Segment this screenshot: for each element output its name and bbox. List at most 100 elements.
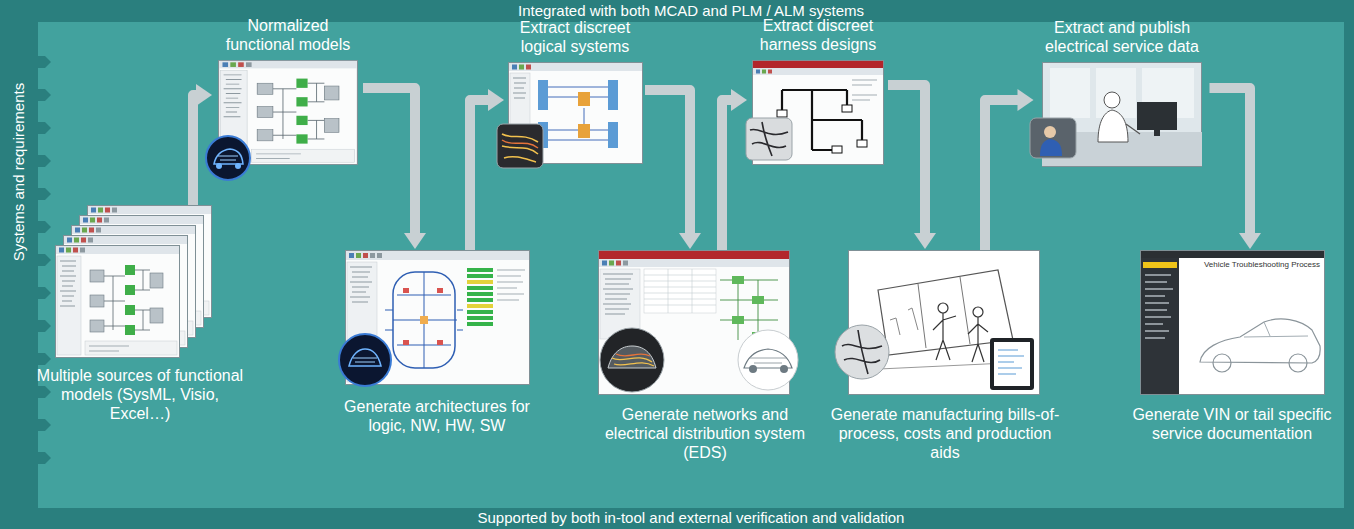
harness-screenshot-part [857,140,867,147]
architecture-screenshot-part [467,304,493,308]
screen-title: Vehicle Troubleshooting Process [1204,260,1320,270]
harness-screenshot-part [746,118,792,160]
harness-screenshot-part [768,70,772,74]
process-step: Extract and publish electrical service d… [1035,18,1210,167]
service-photo-part [1030,118,1076,158]
left-chevrons-part [38,56,51,68]
logical-screenshot-part [548,87,608,140]
service-photo-part [1096,68,1136,118]
process-step: Extract discreet logical systems [505,18,645,164]
architecture-screenshot-part [363,253,368,258]
manufacturing-sketch-part [990,338,1034,390]
process-step: Generate VIN or tail specific service do… [1127,250,1337,443]
manufacturing-sketch-part [933,313,956,360]
side-band-text: Systems and requirements [10,83,28,261]
documentation-screenshot-part [1141,251,1324,258]
manufacturing-sketch [835,251,1040,395]
architecture-screenshot-part [346,251,529,260]
architecture-screenshot-part [467,292,493,296]
arrow-head [731,89,747,111]
eds-screenshot-part [644,269,716,313]
service-photo-part [1044,126,1056,138]
eds-screenshot-part [738,330,798,390]
left-chevrons-part [38,452,51,464]
architecture-screenshot-part [420,316,428,324]
left-chevrons-part [38,287,51,299]
logical-screenshot-part [519,65,524,70]
architecture-screenshot-part [467,298,493,302]
logical-screenshot-part [578,92,590,106]
logical-screenshot-part [608,80,618,110]
normalized-screenshot-part [235,163,241,169]
flow-arrow [645,90,701,249]
step-caption: Extract discreet logical systems [505,18,645,56]
harness-screenshot-part [842,105,852,112]
architecture-screenshot [339,251,530,387]
eds-screenshot-part [599,259,789,267]
process-step: Generate manufacturing bills-of-process,… [830,250,1060,462]
harness-screenshot [746,61,884,165]
documentation-screenshot-part [1213,354,1231,372]
logical-screenshot-part [538,80,548,110]
architecture-screenshot-part [370,253,375,258]
documentation-screenshot-part [1143,262,1177,268]
step-caption: Normalized functional models [213,16,363,54]
eds-screenshot-part [750,358,786,363]
process-step: Multiple sources of functional models (S… [35,205,245,423]
architecture-screenshot-part [353,358,377,362]
logical-screenshot-part [526,65,531,70]
architecture-screenshot-part [467,280,493,284]
service-photo-part [1098,110,1128,142]
process-step: Normalized functional models [213,16,363,165]
arrow-shaft [722,100,733,250]
manufacturing-sketch-part [973,307,983,317]
service-photo-part [1137,102,1177,130]
manufacturing-sketch-part [890,308,918,335]
process-step: Extract discreet harness designs [748,16,888,165]
architecture-screenshot-part [467,274,493,278]
architecture-screenshot-part [377,253,382,258]
architecture-screenshot-part [497,270,525,300]
normalized-screenshot-part [216,163,222,169]
eds-screenshot-part [732,316,744,324]
harness-screenshot-part [777,110,787,117]
documentation-screenshot-part [1289,354,1307,372]
service-photo-part [1126,124,1140,134]
arrow-shaft [1210,88,1251,235]
flow-arrow [888,85,936,249]
arrow-head [404,233,426,249]
manufacturing-sketch-part [968,317,988,362]
arrow-head [679,233,701,249]
model-stack-part [56,246,180,358]
arrow-shaft [985,100,1019,250]
normalized-screenshot [206,60,357,180]
eds-screenshot-part [752,296,764,304]
left-chevrons-part [38,188,51,200]
eds-screenshot-part [749,365,757,373]
step-caption: Generate networks and electrical distrib… [598,405,813,462]
model-stack [56,206,212,358]
logical-screenshot [497,63,643,169]
logical-screenshot-part [502,134,538,162]
flow-arrow [193,84,212,205]
flow-arrow [985,89,1034,250]
manufacturing-sketch-part [835,325,889,379]
logical-screenshot-part [578,124,590,138]
service-photo-part [1104,92,1120,108]
harness-screenshot-part [753,61,883,68]
process-step: Generate networks and electrical distrib… [598,250,813,462]
harness-screenshot-part [782,90,862,150]
eds-screenshot-part [623,261,628,266]
step-caption: Extract discreet harness designs [748,16,888,54]
service-photo-part [1154,130,1160,136]
left-chevrons-part [38,89,51,101]
eds-screenshot-part [603,274,633,314]
eds-screenshot-part [602,261,607,266]
architecture-screenshot-part [349,349,381,366]
eds-screenshot-part [644,269,716,313]
service-photo-part [1050,68,1090,118]
harness-screenshot-part [756,70,760,74]
logical-screenshot-part [512,65,517,70]
